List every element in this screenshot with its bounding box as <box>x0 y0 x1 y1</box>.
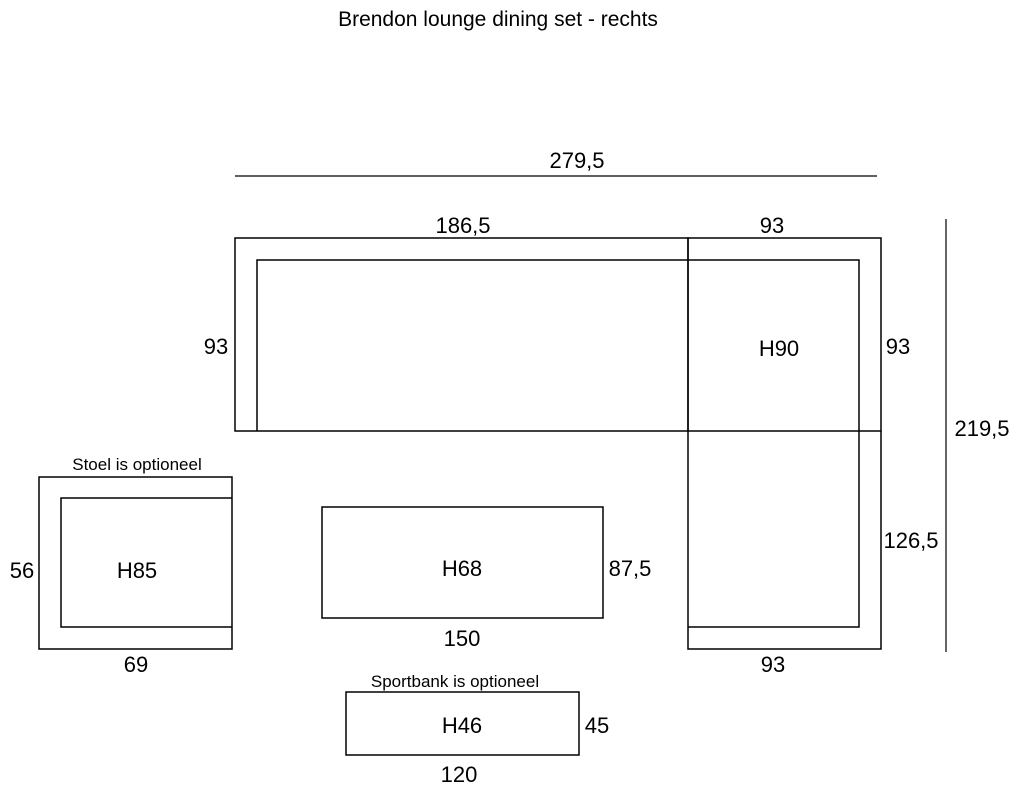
sofa-chaise-section <box>687 431 882 650</box>
sofa-chaise-length-label: 126,5 <box>883 528 938 553</box>
bench-height-label: H46 <box>442 713 482 738</box>
diagram-title: Brendon lounge dining set - rechts <box>338 8 658 31</box>
sofa-chaise-armrest <box>688 431 860 628</box>
overall-width-label: 279,5 <box>549 148 604 173</box>
sofa-corner-backrest <box>688 259 860 431</box>
sofa-corner-outer <box>687 237 882 432</box>
bench-depth-label: 45 <box>585 713 609 738</box>
table-width-label: 150 <box>444 626 481 651</box>
sofa-height-label: H90 <box>759 336 799 361</box>
chair-shape <box>38 476 233 650</box>
sofa-main-backrest <box>256 259 688 431</box>
chair-seat <box>60 497 232 628</box>
sofa-corner-width-label: 93 <box>760 213 784 238</box>
table-shape <box>321 506 604 619</box>
overall-depth-label: 219,5 <box>954 416 1009 441</box>
sofa-left-depth-label: 93 <box>204 334 228 359</box>
chair-depth-label: 56 <box>10 558 34 583</box>
bench-width-label: 120 <box>441 762 478 787</box>
sofa-right-depth-label: 93 <box>886 334 910 359</box>
chair-outer <box>38 476 233 650</box>
sofa-main-outer <box>234 237 689 432</box>
sofa-chaise-outer <box>687 431 882 650</box>
chair-note: Stoel is optioneel <box>72 455 201 474</box>
sofa-main-width-label: 186,5 <box>435 213 490 238</box>
bench-note: Sportbank is optioneel <box>371 672 539 691</box>
table-height-label: H68 <box>442 556 482 581</box>
chair-width-label: 69 <box>124 652 148 677</box>
sofa-main-section <box>234 237 689 432</box>
sofa-corner-section <box>687 237 882 432</box>
sofa-chaise-width-label: 93 <box>761 652 785 677</box>
table-depth-label: 87,5 <box>609 556 652 581</box>
chair-height-label: H85 <box>117 558 157 583</box>
bench-shape <box>345 691 580 756</box>
